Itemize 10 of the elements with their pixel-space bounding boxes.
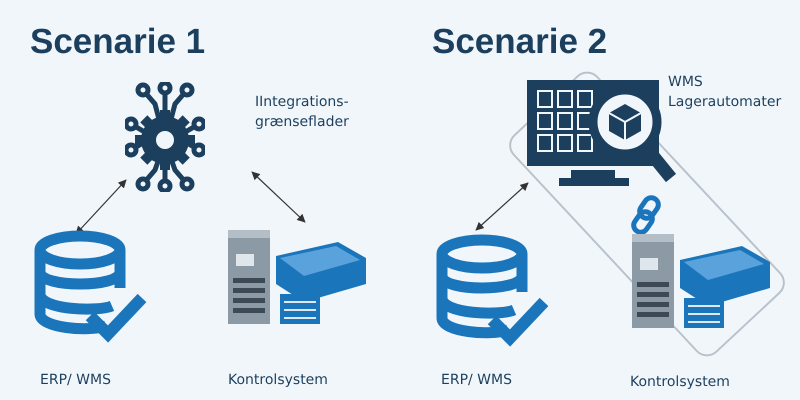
node-label: ERP/ WMS — [40, 371, 112, 390]
node-label: WMS Lagerautomater — [668, 73, 782, 112]
node-label: IIntegrations- grænseflader — [255, 93, 350, 132]
node-label: Kontrolsystem — [630, 373, 731, 392]
scenario-heading: Scenarie 1 — [30, 22, 206, 62]
arrow — [475, 182, 529, 231]
node-label: Kontrolsystem — [228, 371, 329, 390]
node-label: ERP/ WMS — [441, 371, 513, 390]
arrow — [251, 171, 306, 223]
scenario-heading: Scenarie 2 — [432, 22, 608, 62]
